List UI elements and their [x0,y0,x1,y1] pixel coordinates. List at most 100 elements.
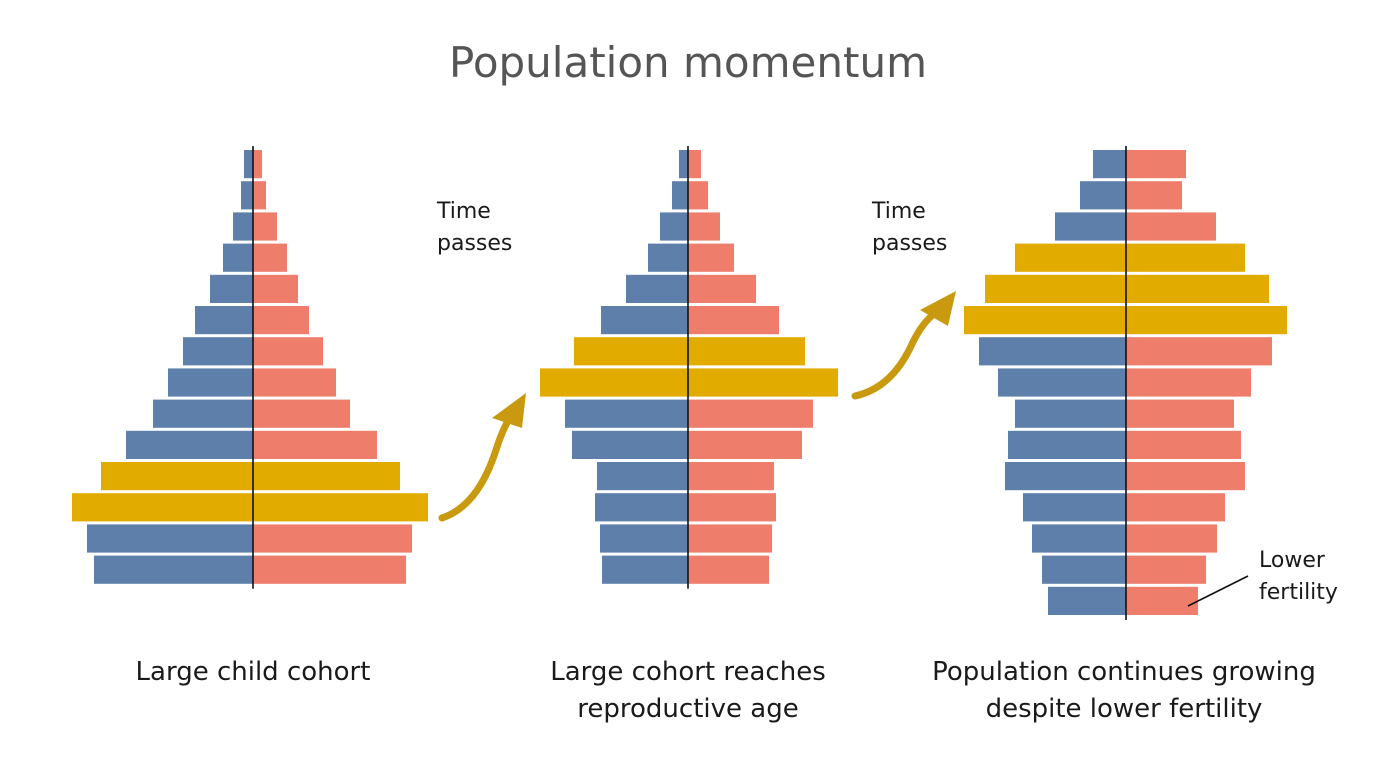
caption-line: Large cohort reaches [550,657,826,687]
time-passes-label-1: Time passes [437,196,512,260]
bar-female-row-12 [1126,493,1225,522]
bar-female-row-1 [688,150,701,179]
bar-male-row-12 [72,493,253,522]
bar-male-row-14 [602,555,688,584]
pyramid-2 [540,146,838,589]
bar-female-row-13 [253,524,412,553]
bar-female-row-5 [688,274,756,303]
bar-male-row-5 [210,274,253,303]
bar-female-row-5 [1126,274,1269,303]
bar-female-row-4 [1126,243,1245,272]
bar-female-row-8 [253,368,336,397]
bar-female-row-11 [253,462,400,491]
bar-female-row-10 [688,430,802,459]
bar-male-row-11 [1005,462,1126,491]
bar-male-row-1 [1093,150,1126,179]
bar-female-row-10 [253,430,377,459]
bar-male-row-15 [1048,586,1126,615]
bar-male-row-11 [597,462,688,491]
bar-male-row-13 [600,524,688,553]
bar-male-row-6 [195,306,253,335]
bar-female-row-6 [1126,306,1287,335]
bar-female-row-14 [253,555,406,584]
lower-label-line: Lower [1259,548,1325,573]
bar-female-row-3 [688,212,720,241]
bar-male-row-9 [1015,399,1126,428]
bar-female-row-7 [688,337,805,366]
pyramid-3 [964,146,1287,620]
pyramid-1 [72,146,428,589]
bar-female-row-13 [688,524,772,553]
bar-male-row-12 [595,493,688,522]
passes-label-line: passes [437,231,513,256]
caption-pyramid-2: Large cohort reaches reproductive age [518,654,858,728]
bar-female-row-8 [1126,368,1251,397]
passes-label-line: passes [872,231,948,256]
bar-female-row-7 [253,337,323,366]
bar-male-row-11 [101,462,253,491]
bar-female-row-12 [253,493,428,522]
bar-male-row-5 [626,274,688,303]
time-label-line: Time [872,199,926,224]
time-passes-label-2: Time passes [872,196,947,260]
lower-fertility-label: Lower fertility [1259,545,1338,609]
bar-female-row-4 [253,243,287,272]
bar-male-row-4 [223,243,253,272]
bar-male-row-12 [1023,493,1126,522]
bar-male-row-3 [660,212,688,241]
bar-female-row-15 [1126,586,1198,615]
bar-male-row-2 [241,181,253,210]
diagram-title: Population momentum [449,38,927,87]
bar-female-row-7 [1126,337,1272,366]
bar-male-row-4 [1015,243,1126,272]
bar-male-row-8 [168,368,253,397]
bar-female-row-12 [688,493,776,522]
bar-female-row-14 [688,555,769,584]
bar-female-row-3 [1126,212,1216,241]
time-arrow-1-head [492,393,526,428]
fertility-label-line: fertility [1259,580,1338,605]
bar-female-row-13 [1126,524,1217,553]
bar-male-row-9 [153,399,253,428]
bar-female-row-1 [1126,150,1186,179]
bar-female-row-2 [253,181,266,210]
bar-female-row-9 [688,399,813,428]
bar-male-row-10 [126,430,253,459]
bar-male-row-7 [574,337,688,366]
bar-male-row-14 [1042,555,1126,584]
bar-female-row-2 [1126,181,1182,210]
bar-female-row-14 [1126,555,1206,584]
bar-female-row-9 [253,399,350,428]
bar-female-row-5 [253,274,298,303]
bar-male-row-6 [964,306,1126,335]
bar-male-row-6 [601,306,688,335]
bar-female-row-11 [1126,462,1245,491]
bar-male-row-3 [233,212,253,241]
bar-female-row-10 [1126,430,1241,459]
bar-female-row-1 [253,150,262,179]
bar-male-row-3 [1055,212,1126,241]
time-arrow-2-head [920,291,956,326]
bar-male-row-13 [1032,524,1126,553]
bar-female-row-6 [688,306,779,335]
bar-male-row-8 [998,368,1126,397]
caption-line: Population continues growing [932,657,1316,687]
caption-line: despite lower fertility [985,694,1263,724]
bar-male-row-7 [183,337,253,366]
bar-male-row-13 [87,524,253,553]
caption-pyramid-1: Large child cohort [103,654,403,691]
bar-female-row-2 [688,181,708,210]
caption-line: Large child cohort [135,657,371,687]
bar-female-row-3 [253,212,277,241]
caption-line: reproductive age [577,694,799,724]
bar-male-row-4 [648,243,688,272]
bar-male-row-5 [985,274,1126,303]
bar-female-row-9 [1126,399,1234,428]
bar-male-row-2 [1080,181,1126,210]
time-arrow-1 [438,414,514,522]
bar-male-row-14 [94,555,253,584]
bar-female-row-8 [688,368,838,397]
fertility-leader-line [1187,575,1249,607]
